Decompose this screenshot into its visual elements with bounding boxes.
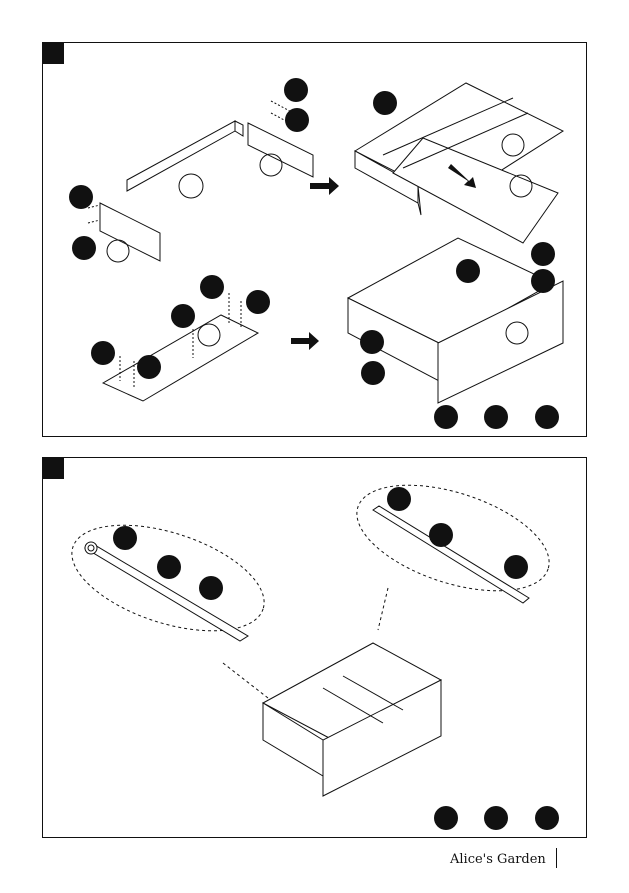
part-callout-markers [434,806,559,830]
detail-callout-ellipse [344,464,562,611]
arrow-right-icon [310,177,339,195]
brand-logo-text: Alice's Garden [449,852,547,867]
leader-line [223,663,268,698]
drawer-box-with-runners-part [263,643,441,796]
drawer-front-panel-part [127,121,243,198]
footer-divider [556,848,557,868]
assembly-step-1-panel [42,42,587,437]
part-callout-markers [387,487,528,579]
arrow-right-icon [291,332,319,350]
drawer-side-panel-right-part [248,123,313,177]
drawer-side-panel-left-part [100,203,160,262]
brand-logo: Alice's Garden [449,848,547,870]
leader-line [378,588,388,630]
assembly-step-2-panel [42,457,587,838]
dowel-guides [88,101,303,223]
step-1-illustration [43,43,588,438]
drawer-bottom-board-part [103,315,258,401]
drawer-runner-right-part [373,506,529,603]
step-2-illustration [43,458,588,839]
